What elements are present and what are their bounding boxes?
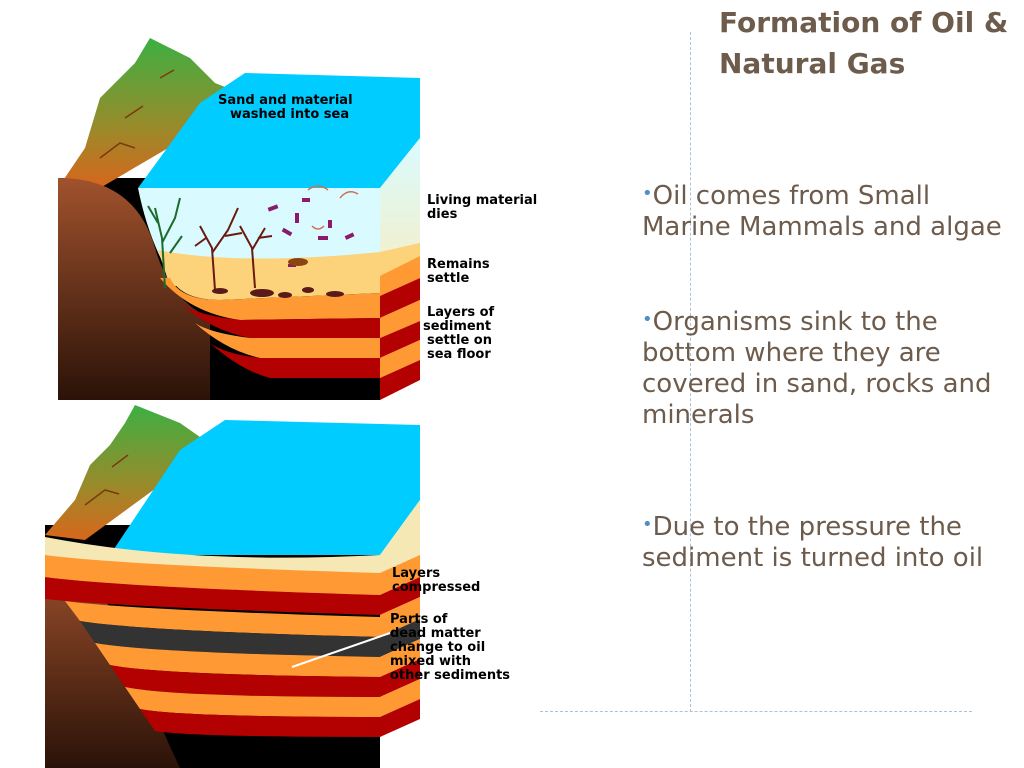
sea-surface [138, 73, 420, 188]
layer-side-face [380, 699, 420, 737]
settled-remains [212, 287, 344, 298]
layer-side-face [380, 679, 420, 717]
label-line: Sand and material [218, 93, 353, 108]
label-line: sea floor [427, 347, 491, 362]
mountain-crack [84, 454, 129, 506]
compressed-layer [95, 643, 380, 677]
bullet-dot-icon: • [642, 514, 653, 535]
organism-particle [302, 198, 310, 202]
sediment-side-face [380, 278, 420, 318]
oil-layer [80, 621, 380, 657]
remains-blob [288, 258, 308, 266]
sediment-side-face [380, 256, 420, 296]
sediment-layer [210, 343, 380, 378]
organism-strand [307, 185, 359, 230]
label-line: other sediments [390, 668, 510, 683]
sediment-layer [180, 303, 380, 338]
sediment-side-face [380, 300, 420, 338]
label-line: settle on [427, 333, 492, 348]
bullet-item: •Organisms sink to the bottom where they… [642, 304, 1012, 431]
pointer-line [291, 632, 391, 668]
label-line: mixed with [390, 654, 471, 669]
label-line: Layers [392, 566, 440, 581]
organism-particles [267, 198, 355, 267]
label-line: Parts of [390, 612, 448, 627]
label-line: dies [427, 207, 458, 222]
bullet-dot-icon: • [642, 309, 653, 330]
label-line: compressed [392, 580, 480, 595]
sediment-layer [160, 278, 380, 320]
label-line: Layers of [427, 305, 495, 320]
sediment-side-face [380, 340, 420, 378]
layer-side-face [380, 597, 420, 637]
mountain [45, 405, 215, 540]
layer-side-face [380, 659, 420, 697]
label-line: Remains [427, 257, 490, 272]
label-line: dead matter [390, 626, 481, 641]
layer-side-face [380, 577, 420, 615]
label-line: washed into sea [230, 107, 349, 122]
guide-line-horizontal [540, 711, 972, 712]
compressed-layer [140, 709, 380, 737]
organism-particle [318, 236, 328, 240]
bullet-list: •Oil comes from Small Marine Mammals and… [642, 178, 1012, 635]
organism-particle [267, 204, 279, 212]
bullet-text: Organisms sink to the bottom where they … [642, 307, 992, 430]
bullet-text: Due to the pressure the sediment is turn… [642, 512, 984, 573]
mountain [58, 38, 245, 188]
sediment-side-face [380, 360, 420, 400]
bullet-text: Oil comes from Small Marine Mammals and … [642, 181, 1002, 242]
label-line: sediment [423, 319, 491, 334]
hillside [58, 178, 210, 400]
compressed-layer [45, 555, 380, 595]
label-line: change to oil [390, 640, 485, 655]
water-side-face [380, 138, 420, 276]
seaweed-icon [147, 197, 183, 289]
bullet-item: •Oil comes from Small Marine Mammals and… [642, 178, 1012, 243]
organism-particle [288, 264, 296, 267]
organism-particle [295, 213, 299, 223]
organism-particle [344, 232, 355, 240]
remains-blob [212, 288, 228, 294]
slide-title: Formation of Oil & Natural Gas [719, 6, 1009, 80]
layer-side-face [380, 639, 420, 677]
sediment-layer [195, 323, 380, 358]
water-body [138, 188, 380, 276]
label-line: settle [427, 271, 469, 286]
sea-surface [110, 420, 420, 555]
coral-icon [194, 207, 273, 291]
remains-blob [302, 287, 314, 293]
bullet-dot-icon: • [642, 183, 653, 204]
remains-blob [250, 289, 274, 297]
bullet-item: •Due to the pressure the sediment is tur… [642, 509, 1012, 574]
organism-particle [328, 220, 332, 228]
compressed-layer [45, 577, 380, 615]
remains-blob [326, 291, 344, 297]
compressed-layer [65, 601, 380, 637]
guide-line-vertical [690, 32, 691, 712]
label-line: Living material [427, 193, 537, 208]
layer-side-face [380, 619, 420, 657]
sediment-side-face [380, 321, 420, 358]
compressed-layer [110, 665, 380, 697]
organism-particle [281, 227, 293, 237]
mountain-crack [99, 69, 175, 159]
remains-blob [278, 292, 292, 298]
layer-side-face [380, 555, 420, 595]
compressed-layer [125, 687, 380, 717]
